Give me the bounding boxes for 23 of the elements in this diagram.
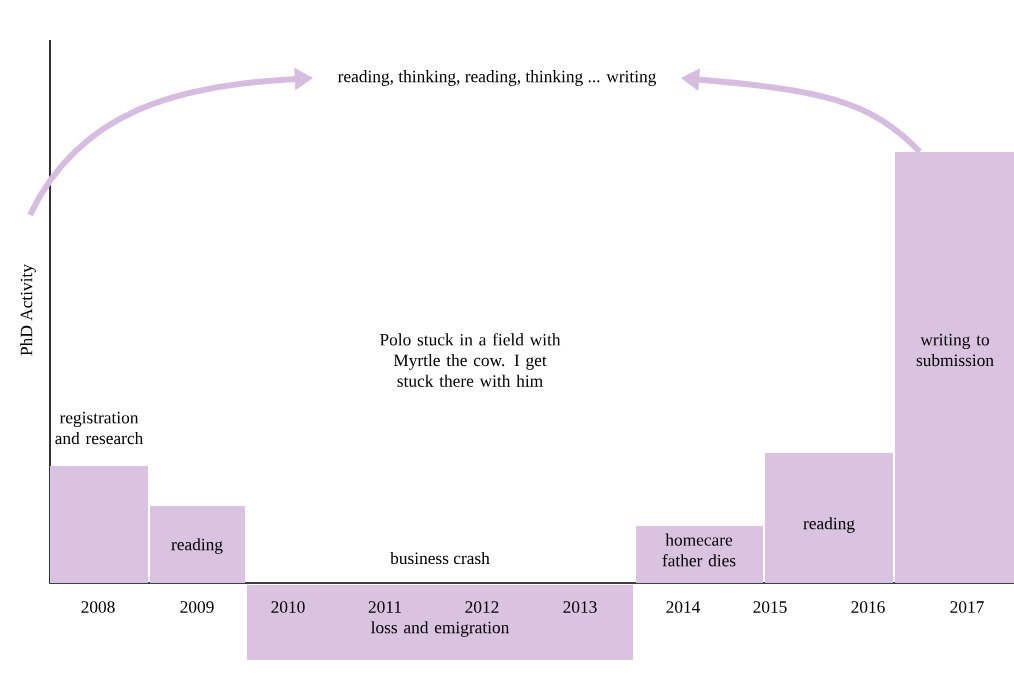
note-text: business crash [390,551,490,565]
year-label: 2010 [271,601,305,613]
year-label: 2016 [851,601,885,613]
bar: homecare father dies [636,526,763,583]
year-label: 2008 [81,601,115,613]
heading-text: reading, thinking, reading, thinking ... writing [338,70,657,86]
node-label: registration and research [55,411,144,445]
year-label: 2015 [753,601,787,613]
bar: reading [150,506,245,583]
year-label: 2014 [666,601,701,613]
node-label: reading [803,517,855,533]
year-label: 2012 [465,601,499,613]
note-text: Polo stuck in a field with Myrtle the cow. I get stuck there with him [380,333,561,387]
year-label: 2009 [180,601,214,613]
bar: reading [765,453,893,583]
node-label: homecare father dies [662,533,736,567]
node-label: reading [171,538,223,554]
year-label: 2017 [950,601,984,613]
axis-label: PhD Activity [20,264,36,356]
bar: writing to submission [895,152,1014,583]
year-label: 2013 [563,601,597,613]
year-label: 2011 [368,601,401,613]
bar: registration and research [50,411,148,583]
